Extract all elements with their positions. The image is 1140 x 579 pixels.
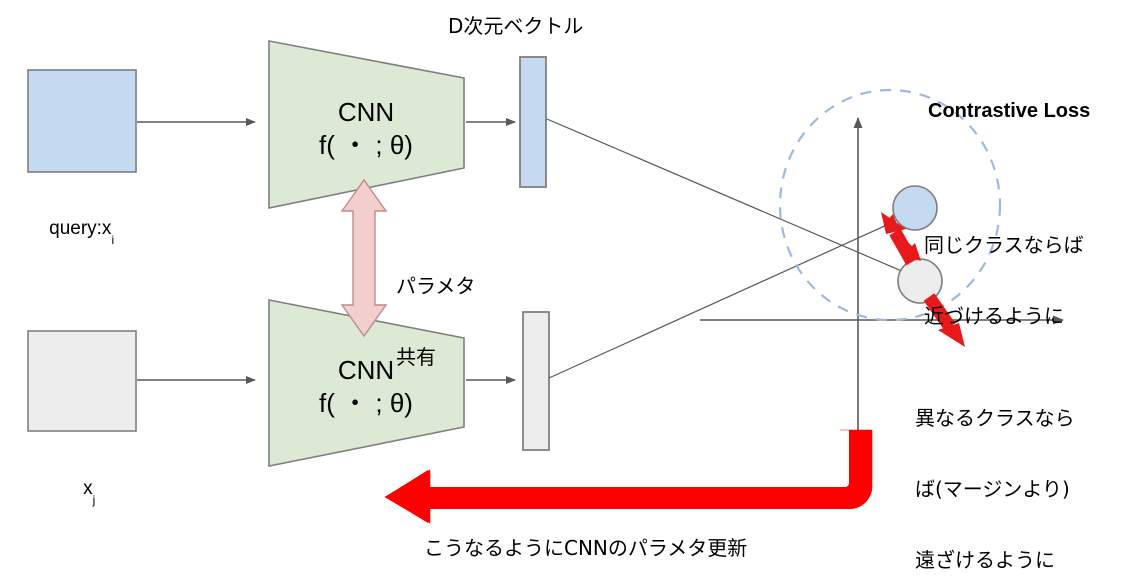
projection-line-top bbox=[546, 118, 926, 282]
param-share-line1: パラメタ bbox=[396, 274, 476, 299]
cnn-bottom-line1: CNN bbox=[337, 355, 395, 385]
diff-class-note-line1: 異なるクラスなら bbox=[915, 406, 1075, 431]
query-image-box bbox=[27, 69, 137, 173]
cnn-bottom-label: CNN f( ・ ; θ) bbox=[300, 354, 432, 419]
second-label-text: x bbox=[83, 478, 93, 500]
cnn-top-line2: f( ・ ; θ) bbox=[319, 129, 413, 160]
contrastive-loss-title: Contrastive Loss bbox=[928, 100, 1091, 122]
diff-class-note-line3: 遠ざけるように bbox=[915, 547, 1055, 572]
param-share-line2: 共有 bbox=[396, 344, 436, 369]
vector-rect-gray bbox=[522, 311, 550, 451]
vector-dimension-label: D次元ベクトル bbox=[448, 14, 584, 38]
pull-closer-arrow-body bbox=[881, 212, 918, 266]
query-label-text: query:x bbox=[49, 218, 112, 240]
cnn-bottom-line2: f( ・ ; θ) bbox=[319, 387, 413, 418]
same-class-note-line1: 同じクラスならば bbox=[924, 233, 1084, 258]
margin-dashed-circle bbox=[778, 88, 1002, 322]
diff-class-note: 異なるクラスなら ば(マージンより) 遠ざけるように bbox=[915, 360, 1075, 579]
parameter-update-note: こうなるようにCNNのパラメタ更新 bbox=[424, 536, 748, 560]
push-away-arrow bbox=[923, 293, 965, 347]
cnn-top-shape bbox=[268, 40, 465, 209]
second-image-box bbox=[27, 330, 137, 432]
cnn-bottom-shape bbox=[268, 299, 465, 467]
diff-class-note-line2: ば(マージンより) bbox=[915, 476, 1070, 501]
projection-line-bottom bbox=[548, 209, 921, 379]
param-share-double-arrow bbox=[340, 178, 388, 338]
cnn-top-line1: CNN bbox=[337, 97, 395, 127]
parameter-update-arrow bbox=[384, 429, 873, 524]
embedding-point-blue bbox=[892, 185, 938, 231]
same-class-note: 同じクラスならば 近づけるように bbox=[924, 187, 1084, 376]
vector-rect-blue bbox=[519, 56, 547, 188]
param-share-label: パラメタ 共有 bbox=[396, 228, 475, 417]
cnn-top-label: CNN f( ・ ; θ) bbox=[300, 96, 432, 161]
second-label: xj bbox=[62, 456, 95, 525]
query-label-subscript: i bbox=[111, 233, 115, 248]
query-label: query:xi bbox=[28, 196, 114, 265]
second-label-subscript: j bbox=[92, 493, 96, 508]
same-class-note-line2: 近づけるように bbox=[924, 303, 1064, 328]
